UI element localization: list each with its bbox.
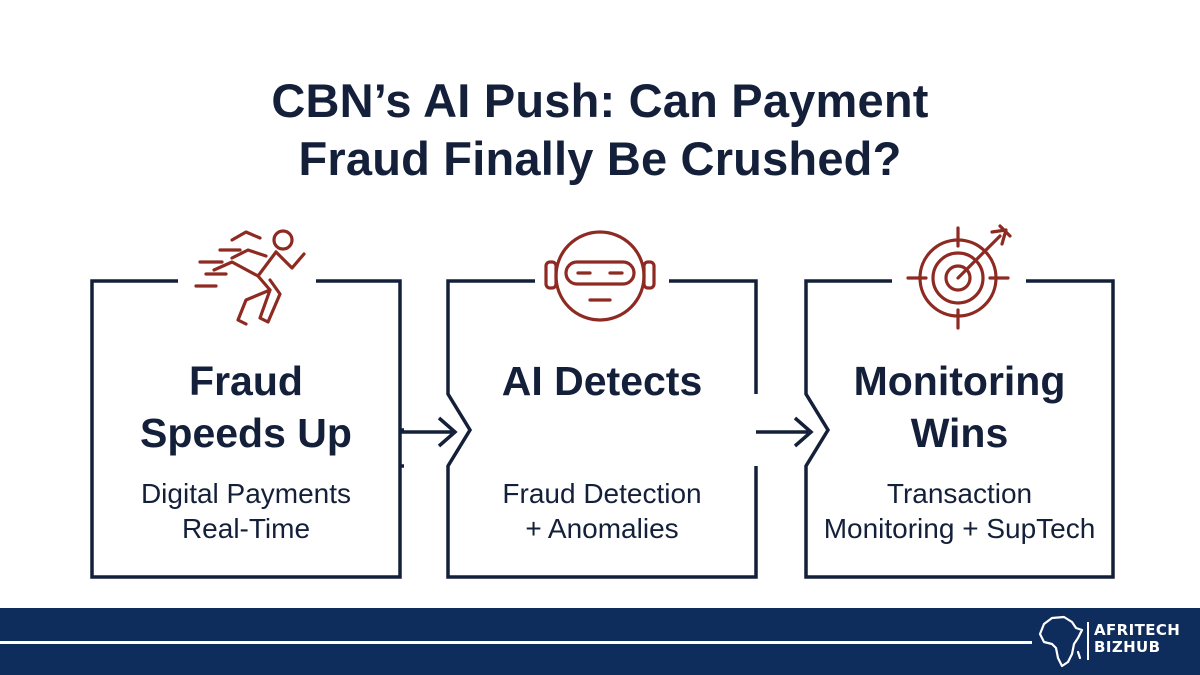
step-1-sub-line-2: Real-Time bbox=[181, 513, 311, 544]
title-line-2: Fraud Finally Be Crushed? bbox=[298, 132, 902, 185]
robot-head-icon bbox=[544, 230, 656, 322]
step-2-heading-line-1: AI Detects bbox=[501, 358, 703, 404]
connector-arrow-1 bbox=[399, 416, 458, 468]
step-3-heading: Monitoring Wins bbox=[806, 355, 1113, 459]
target-arrow-icon bbox=[906, 224, 1012, 330]
step-3-sub-line-1: Transaction bbox=[886, 478, 1033, 509]
card-frame-2 bbox=[446, 279, 758, 579]
brand-line-2: BIZHUB bbox=[1094, 638, 1161, 656]
step-3-heading-line-2: Wins bbox=[910, 410, 1009, 456]
page-title: CBN’s AI Push: Can Payment Fraud Finally… bbox=[0, 72, 1200, 188]
title-line-1: CBN’s AI Push: Can Payment bbox=[271, 74, 929, 127]
card-frame-1 bbox=[90, 279, 402, 579]
step-3-heading-line-1: Monitoring bbox=[853, 358, 1066, 404]
step-1-heading: Fraud Speeds Up bbox=[92, 355, 400, 459]
step-1-subtext: Digital Payments Real-Time bbox=[92, 476, 400, 546]
step-2-sub-line-1: Fraud Detection bbox=[502, 478, 702, 509]
step-1-heading-line-2: Speeds Up bbox=[140, 410, 352, 456]
step-2-heading: AI Detects bbox=[448, 355, 756, 407]
step-1-sub-line-1: Digital Payments bbox=[140, 478, 352, 509]
brand-logo-text: AFRITECH BIZHUB bbox=[1094, 622, 1180, 656]
brand-line-1: AFRITECH bbox=[1094, 621, 1181, 639]
card-frame-3 bbox=[804, 279, 1115, 579]
africa-map-icon bbox=[1038, 615, 1084, 668]
footer-bar: AFRITECH BIZHUB bbox=[0, 608, 1200, 675]
step-2-sub-line-2: + Anomalies bbox=[525, 513, 679, 544]
step-1-heading-line-1: Fraud bbox=[189, 358, 303, 404]
footer-divider-line bbox=[0, 641, 1032, 644]
step-2-subtext: Fraud Detection + Anomalies bbox=[448, 476, 756, 546]
step-3-sub-line-2: Monitoring + SupTech bbox=[823, 513, 1096, 544]
connector-arrow-2 bbox=[756, 416, 814, 448]
running-person-icon bbox=[194, 229, 306, 326]
step-3-subtext: Transaction Monitoring + SupTech bbox=[806, 476, 1113, 546]
logo-divider bbox=[1087, 622, 1089, 660]
